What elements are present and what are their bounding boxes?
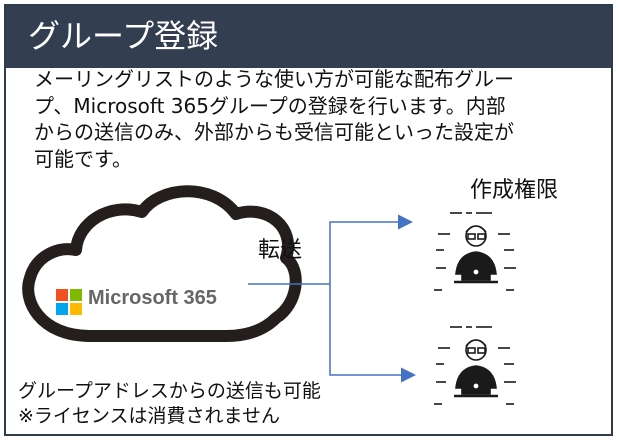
logo-square-yellow	[70, 303, 82, 315]
page-title: グループ登録	[28, 17, 219, 55]
description-line: プ、Microsoft 365グループの登録を行います。内部	[34, 93, 506, 118]
description-line: 可能です。	[34, 146, 132, 171]
note-line: ※ライセンスは消費されません	[18, 405, 280, 427]
header-bar: グループ登録	[6, 6, 611, 68]
logo-square-red	[56, 289, 68, 301]
permission-label: 作成権限	[470, 178, 559, 203]
logo-square-green	[70, 289, 82, 301]
description-line: メーリングリストのような使い方が可能な配布グルー	[34, 67, 514, 91]
note: グループアドレスからの送信も可能 ※ライセンスは消費されません	[18, 379, 321, 429]
transfer-label: 転送	[258, 238, 303, 263]
logo-square-blue	[56, 303, 68, 315]
arrow-line	[329, 284, 416, 383]
description-line: からの送信のみ、外部からも受信可能といった設定が	[34, 120, 514, 144]
cloud-label: Microsoft 365	[88, 287, 217, 309]
description: メーリングリストのような使い方が可能な配布グルー プ、Microsoft 365…	[34, 66, 599, 172]
microsoft-logo-icon	[56, 289, 82, 315]
arrow-line	[248, 214, 413, 285]
note-line: グループアドレスからの送信も可能	[18, 380, 321, 402]
